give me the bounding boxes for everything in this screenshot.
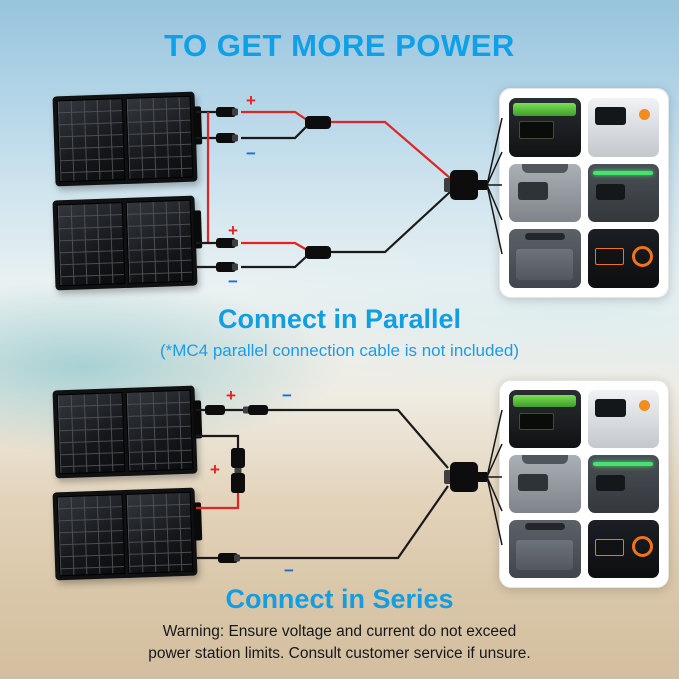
power-station-image-1: [509, 390, 581, 448]
parallel-note: (*MC4 parallel connection cable is not i…: [159, 341, 520, 360]
power-station-image-4: [587, 163, 659, 223]
solar-cells: [125, 389, 194, 472]
solar-cells: [56, 392, 125, 475]
parallel-heading: Connect in Parallel: [217, 304, 462, 334]
power-station-grid: [500, 381, 668, 587]
power-station-image-6: [587, 520, 659, 578]
power-station-image-5: [509, 229, 581, 288]
solar-cells: [125, 95, 194, 180]
solar-cells: [56, 98, 125, 183]
power-station-group-parallel: [499, 88, 669, 298]
power-station-image-3: [509, 455, 581, 513]
power-station-image-2: [587, 98, 659, 157]
polarity-label-minus: −: [282, 386, 292, 405]
power-station-image-5: [509, 520, 581, 578]
polarity-label-plus: +: [210, 460, 220, 479]
polarity-label-minus: −: [228, 272, 238, 291]
solar-panel-image-4: [52, 487, 198, 581]
power-station-image-3: [509, 163, 581, 223]
power-station-image-2: [587, 390, 659, 448]
polarity-label-plus: +: [246, 91, 256, 110]
solar-cells: [56, 494, 125, 577]
polarity-label-plus: +: [228, 221, 238, 240]
solar-panel-image-2: [52, 195, 198, 291]
solar-cells: [125, 491, 194, 574]
power-station-image-1: [509, 98, 581, 157]
power-station-grid: [500, 89, 668, 297]
power-station-image-6: [587, 229, 659, 288]
polarity-label-minus: −: [284, 561, 294, 580]
polarity-label-plus: +: [226, 386, 236, 405]
solar-cells: [125, 199, 194, 284]
page-title: TO GET MORE POWER: [164, 28, 515, 63]
solar-cells: [56, 202, 125, 287]
power-station-group-series: [499, 380, 669, 588]
polarity-label-minus: −: [246, 144, 256, 163]
series-heading: Connect in Series: [225, 584, 454, 614]
warning-line-1: Warning: Ensure voltage and current do n…: [162, 623, 517, 640]
power-station-image-4: [587, 455, 659, 513]
warning-line-2: power station limits. Consult customer s…: [148, 645, 531, 663]
solar-panel-image-1: [52, 91, 198, 187]
solar-panel-image-3: [52, 385, 198, 479]
warning-text: Warning: Ensure voltage and current do n…: [0, 621, 679, 666]
